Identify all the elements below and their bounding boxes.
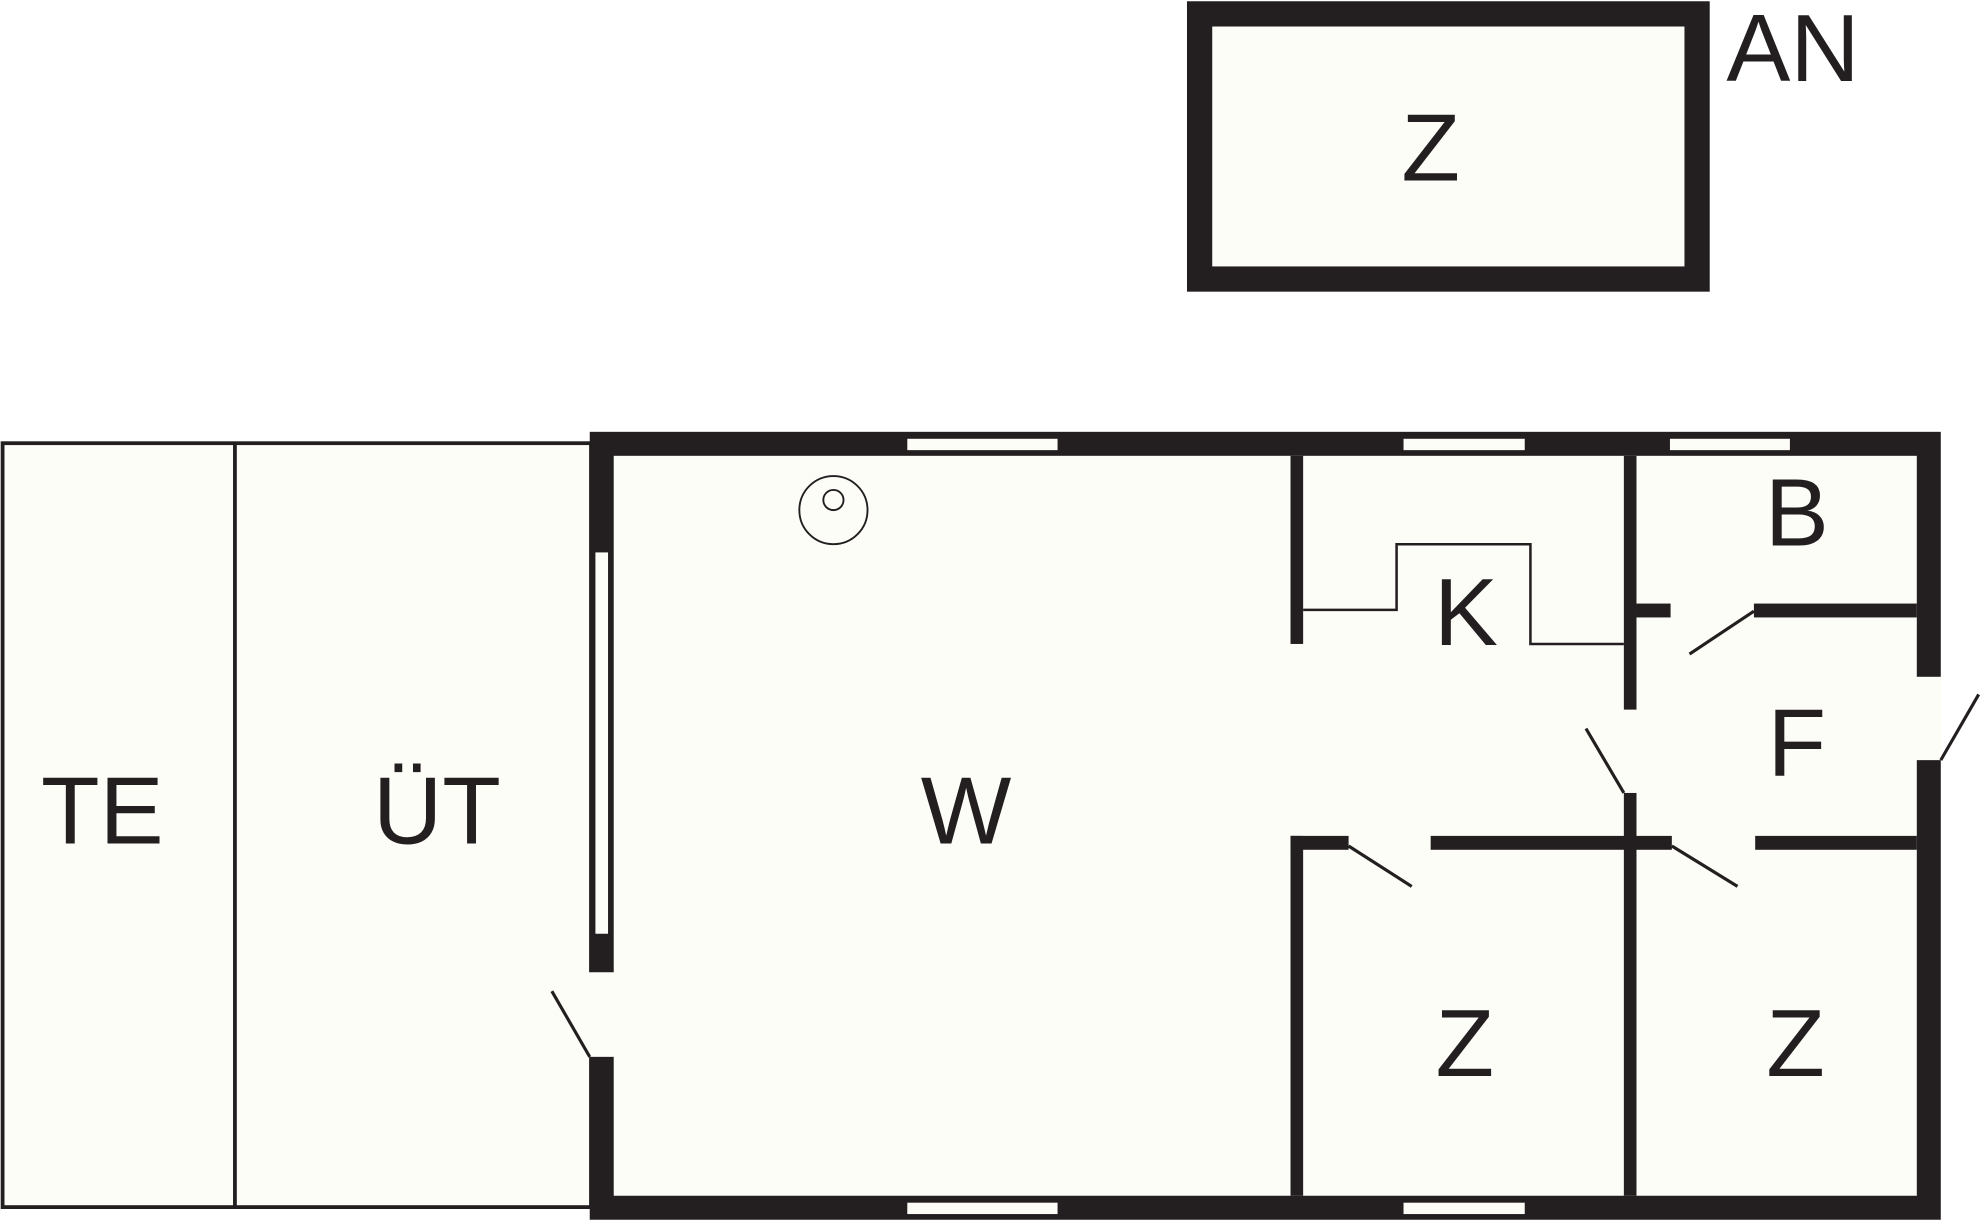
room-label-hall: F <box>1768 689 1827 796</box>
stove-icon <box>798 475 869 546</box>
window <box>906 1201 1059 1216</box>
door-swing <box>1688 609 1755 656</box>
door-swing <box>550 990 592 1058</box>
kitchen-wall <box>1290 455 1304 644</box>
room-label-bedroom-1: Z <box>1435 990 1494 1097</box>
window <box>1402 437 1527 452</box>
window <box>1402 1201 1527 1216</box>
window <box>1668 437 1792 452</box>
wall <box>1430 835 1672 850</box>
wall <box>1753 603 1917 618</box>
door-swing <box>1347 844 1413 888</box>
side-door-gap <box>1915 676 1943 761</box>
wall <box>1290 835 1349 850</box>
room-label-bath: B <box>1765 459 1829 566</box>
room-label-living: W <box>921 757 1012 864</box>
annex-label: AN <box>1726 0 1859 102</box>
room-label-kitchen: K <box>1434 559 1498 666</box>
annex-floor <box>1212 26 1685 267</box>
wall <box>1636 603 1671 618</box>
entrance-door-gap <box>588 972 615 1057</box>
wall <box>1755 835 1917 850</box>
kitchen-counter <box>1303 542 1624 646</box>
room-label-bedroom-2: Z <box>1766 990 1825 1097</box>
room-label-covered-terrace: ÜT <box>373 757 501 864</box>
stove-inner-icon <box>822 488 845 512</box>
room-label-annex: Z <box>1401 95 1460 202</box>
door-swing <box>1939 693 1980 761</box>
terrace-area <box>0 441 593 1210</box>
house-floor <box>613 455 1917 1196</box>
wall <box>1290 835 1304 1196</box>
windows <box>594 437 1792 1216</box>
window <box>906 437 1059 452</box>
door-swing <box>1584 727 1626 794</box>
door-swings <box>550 609 1980 1058</box>
door-swing <box>1671 844 1739 888</box>
room-label-terrace: TE <box>41 757 164 864</box>
wall <box>1623 792 1637 1196</box>
window <box>594 551 610 936</box>
wall <box>1623 455 1637 710</box>
